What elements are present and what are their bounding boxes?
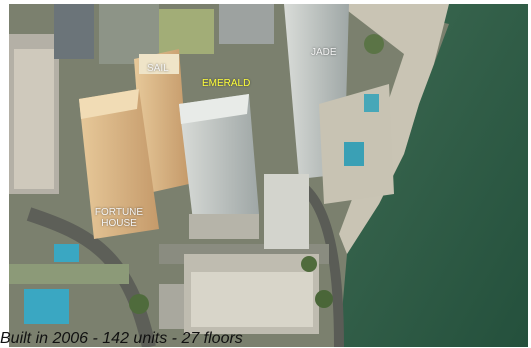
garden-strip: [9, 264, 129, 284]
tree: [129, 294, 149, 314]
building-bottom-face: [191, 272, 313, 327]
pool-bottom-left: [24, 289, 69, 324]
sail-roof: [139, 54, 179, 74]
aerial-photo: SAIL EMERALD JADE FORTUNE HOUSE: [9, 4, 528, 347]
caption-text: Built in 2006 - 142 units - 27 floors: [0, 330, 243, 347]
road-curve: [26, 207, 156, 347]
jade-pool-small: [364, 94, 379, 112]
tree: [364, 34, 384, 54]
emerald-roof: [179, 94, 249, 124]
tree: [301, 256, 317, 272]
aerial-scene: [9, 4, 528, 347]
label-fortune-house: FORTUNE HOUSE: [94, 207, 144, 229]
label-sail: SAIL: [147, 63, 169, 74]
tree: [315, 290, 333, 308]
green-roof: [159, 9, 214, 54]
building-top-right: [219, 4, 274, 44]
building-podium: [189, 214, 259, 239]
emerald-tower: [179, 94, 259, 229]
building-middle: [264, 174, 309, 249]
parking-lot: [159, 284, 184, 329]
label-emerald: EMERALD: [202, 78, 251, 89]
fortune-house-tower: [79, 89, 159, 239]
jade-pool: [344, 142, 364, 166]
label-jade: JADE: [311, 47, 337, 58]
building-top-dark: [54, 4, 94, 59]
fortune-house-roof: [79, 89, 139, 119]
pool-left: [54, 244, 79, 262]
bay-water: [339, 4, 528, 347]
building-left-face: [14, 49, 54, 189]
